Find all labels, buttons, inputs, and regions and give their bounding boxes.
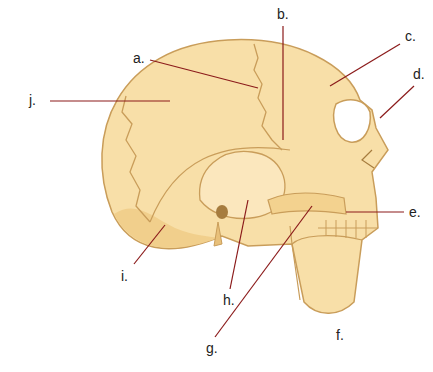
lambdoid-suture — [122, 96, 150, 222]
part-label: c. — [404, 28, 417, 44]
part-label: h. — [222, 292, 236, 308]
coronal-suture — [254, 44, 282, 150]
ramus — [290, 226, 300, 300]
part-label: b. — [276, 6, 290, 22]
leader-line — [150, 60, 258, 88]
leader-line — [346, 211, 404, 212]
part-label: g. — [205, 340, 219, 356]
ear-canal — [216, 205, 228, 219]
zygomatic-arch — [268, 193, 346, 214]
leader-line — [215, 206, 312, 337]
squamous-suture — [150, 148, 290, 222]
bite-line — [318, 228, 378, 229]
part-label: j. — [28, 92, 37, 108]
part-label: e. — [408, 204, 422, 220]
leader-lines — [50, 26, 414, 337]
leader-line — [50, 100, 170, 101]
tooth-lines — [326, 220, 366, 238]
part-label: a. — [132, 50, 146, 66]
skull-outline — [102, 40, 388, 314]
leader-line — [380, 86, 414, 118]
mastoid — [214, 222, 222, 246]
nasal-opening — [362, 150, 374, 168]
part-label: i. — [120, 268, 129, 284]
occipital-shade — [114, 208, 218, 247]
skull — [102, 40, 388, 314]
leader-line — [134, 225, 165, 264]
leader-line — [282, 26, 283, 140]
orbit — [334, 100, 371, 142]
leader-line — [330, 44, 400, 86]
leader-line — [230, 200, 248, 289]
teeth — [318, 220, 378, 238]
part-label: d. — [412, 66, 426, 82]
jaw-line — [292, 236, 362, 244]
part-label: f. — [335, 327, 345, 343]
